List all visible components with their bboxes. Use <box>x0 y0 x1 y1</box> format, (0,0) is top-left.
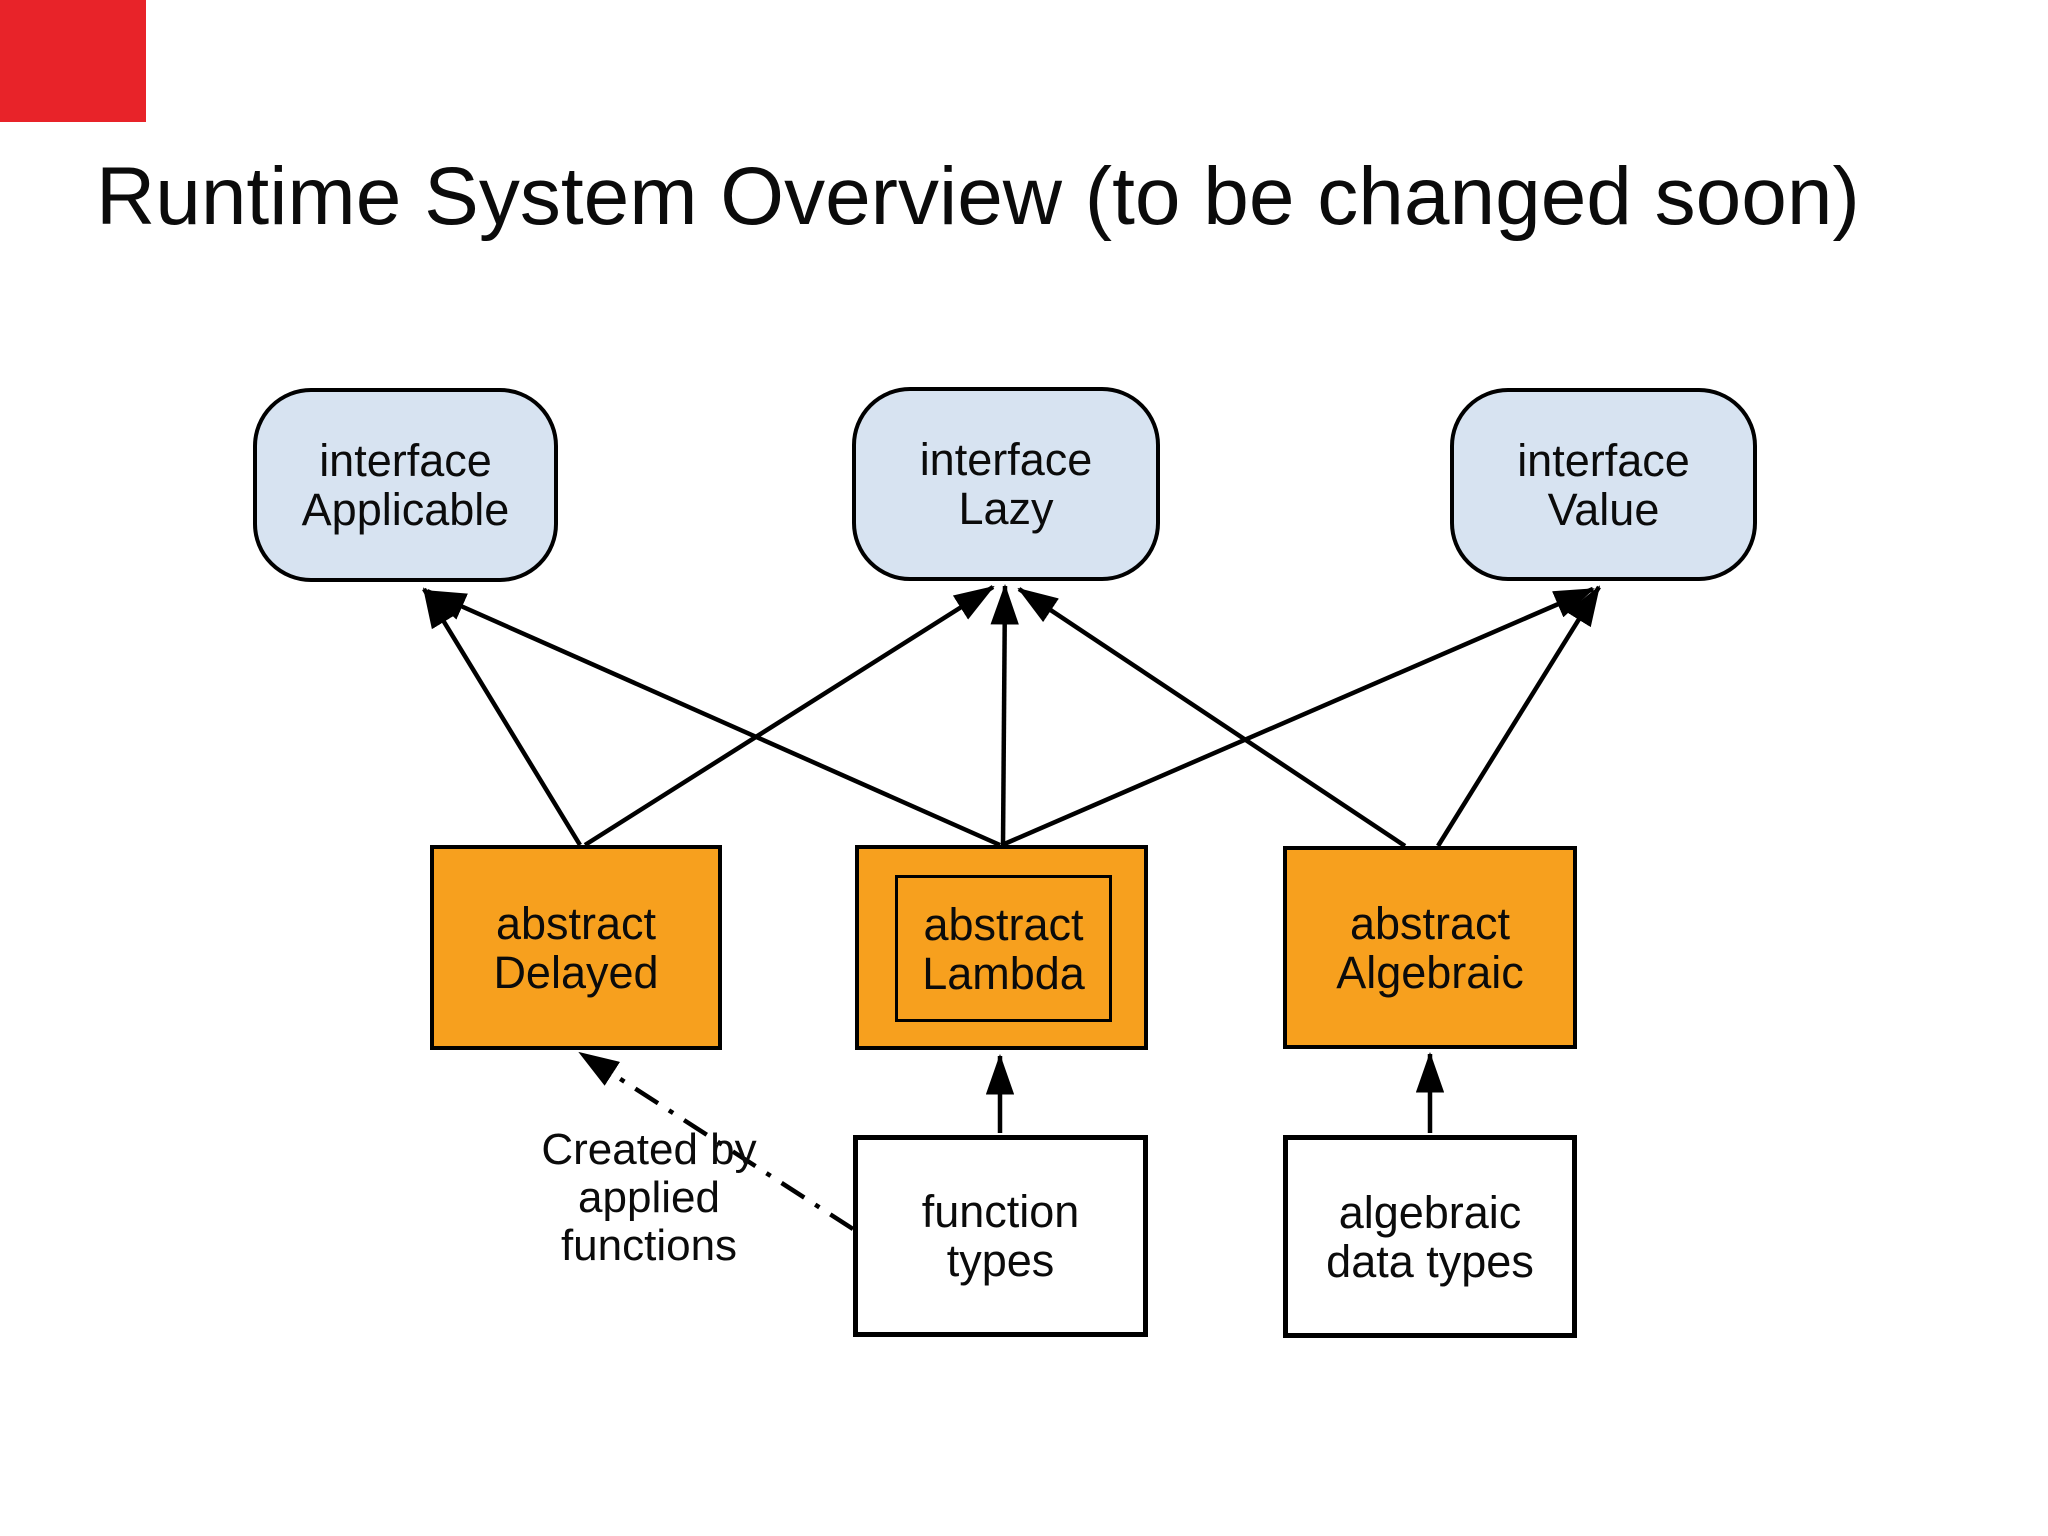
edge-algebraic-to-lazy <box>1017 587 1407 848</box>
node-interface-lazy: interface Lazy <box>852 387 1160 581</box>
edge-algebraic-to-value <box>1436 585 1601 848</box>
lambda-inner-rect: abstract Lambda <box>895 875 1112 1022</box>
node-label: abstract Delayed <box>493 897 659 998</box>
node-label: interface Lazy <box>919 434 1093 534</box>
node-algebraic-data-types: algebraic data types <box>1283 1135 1577 1338</box>
page-title: Runtime System Overview (to be changed s… <box>96 151 1860 242</box>
node-label: function types <box>921 1186 1080 1286</box>
node-label: interface Applicable <box>301 435 510 535</box>
node-abstract-lambda: abstract Lambda <box>855 845 1148 1050</box>
edge-lambda-to-value <box>1001 586 1595 848</box>
node-interface-value: interface Value <box>1450 388 1757 581</box>
node-interface-applicable: interface Applicable <box>253 388 558 582</box>
node-label: interface Value <box>1517 434 1690 535</box>
created-by-note: Created by applied functions <box>541 1125 757 1270</box>
edge-delayed-to-lazy <box>583 585 995 847</box>
edge-lambda-to-lazy <box>990 583 1019 846</box>
node-label: abstract Algebraic <box>1336 897 1524 998</box>
node-abstract-algebraic: abstract Algebraic <box>1283 846 1577 1049</box>
edge-delayed-to-applicable <box>422 587 582 847</box>
node-label: algebraic data types <box>1326 1186 1534 1287</box>
node-abstract-delayed: abstract Delayed <box>430 845 722 1050</box>
node-label: abstract Lambda <box>922 898 1085 999</box>
node-function-types: function types <box>853 1135 1148 1337</box>
edge-lambda-to-applicable <box>425 588 1001 848</box>
red-corner-marker <box>0 0 146 122</box>
